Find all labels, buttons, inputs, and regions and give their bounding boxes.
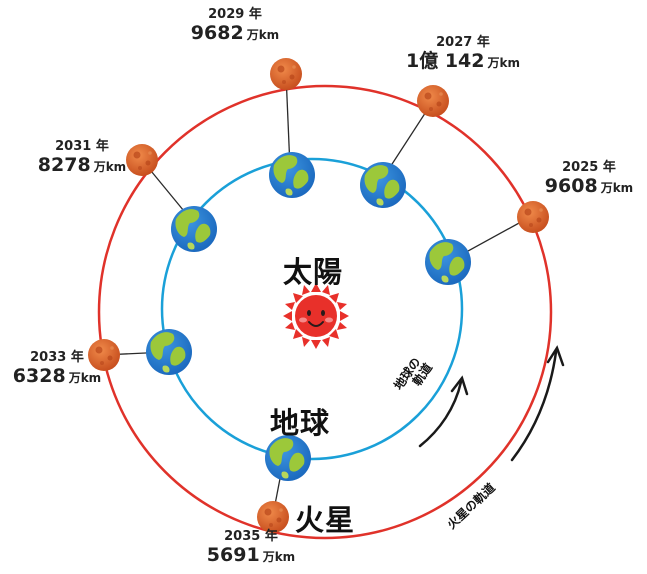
earth-planet-2027 [360,162,406,208]
earth-orbit [160,157,464,461]
mars-planet-2025 [517,201,549,233]
mars-planet-2027 [417,85,449,117]
direction-arrows [418,345,565,462]
mars-planet-2029 [270,58,302,90]
earth-planet-2025 [425,239,471,285]
approach-year: 2033 年 [30,350,84,365]
sun-icon [283,283,349,349]
mars-label: 火星 [295,503,356,537]
approach-year: 2035 年 [224,529,278,544]
approach-year: 2027 年 [436,35,490,50]
earth-label: 地球 [270,406,331,440]
earth-planet-2031 [171,206,217,252]
approach-year: 2031 年 [55,139,109,154]
sun-label: 太陽 [283,255,344,289]
connector-lines [102,73,531,516]
approach-year: 2029 年 [208,7,262,22]
mars-orbit [97,84,553,540]
earth-planet-2033 [146,329,192,375]
earth-planet-2029 [269,152,315,198]
approach-year: 2025 年 [562,160,616,175]
